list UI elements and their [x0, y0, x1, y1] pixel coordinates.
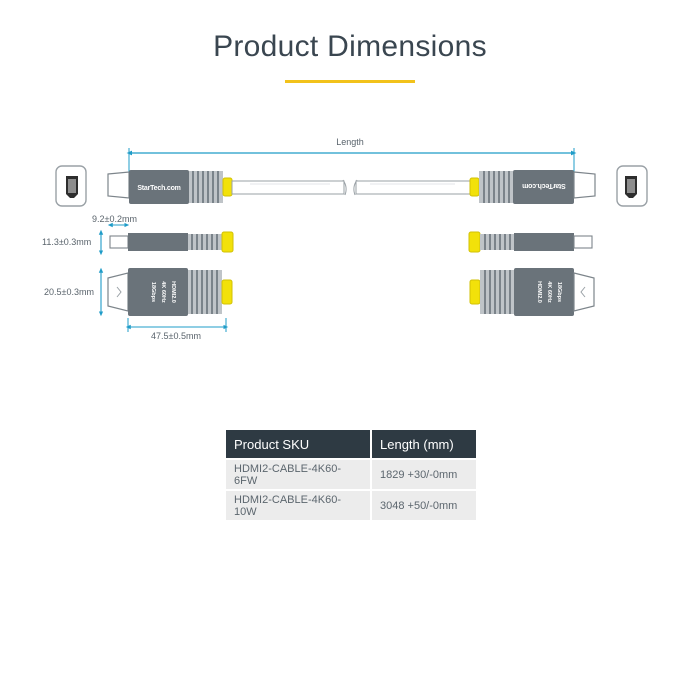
cell-length: 1829 +30/-0mm: [371, 458, 476, 490]
cell-sku: HDMI2-CABLE-4K60-6FW: [226, 458, 372, 490]
cell-sku: HDMI2-CABLE-4K60-10W: [226, 489, 372, 520]
table-row: HDMI2-CABLE-4K60-10W 3048 +50/-0mm: [226, 489, 476, 520]
thickness-label: 11.3±0.3mm: [42, 237, 91, 247]
header-length: Length (mm): [371, 430, 476, 459]
brand-label-left: StarTech.com: [137, 185, 180, 192]
body-length-label: 47.5±0.5mm: [151, 331, 201, 341]
dimension-diagram: Length StarTech.com StarTech.com: [42, 137, 648, 341]
tip-width-label: 9.2±0.2mm: [92, 214, 137, 224]
length-label: Length: [336, 137, 364, 147]
spec-line-hdmi-left: HDMI2.0: [170, 281, 176, 303]
right-connector-side: [468, 231, 593, 253]
spec-line-hdmi-right: HDMI2.0: [536, 281, 542, 303]
cable-body: [231, 179, 471, 196]
left-connector-side: [109, 231, 234, 253]
spec-line-4k-left: 4K 60Hz: [160, 281, 166, 303]
spec-line-4k-right: 4K 60Hz: [546, 281, 552, 303]
spec-line-gbps-right: 18Gbps: [556, 282, 562, 302]
header-product-sku: Product SKU: [226, 430, 372, 459]
page-title: Product Dimensions: [213, 30, 487, 63]
right-connector-flat: 18Gbps 4K 60Hz HDMI2.0: [469, 268, 595, 316]
left-port-end-view: [55, 165, 87, 207]
table-header-row: Product SKU Length (mm): [226, 430, 476, 459]
left-connector-top: StarTech.com: [107, 170, 233, 204]
width-label: 20.5±0.3mm: [44, 287, 94, 297]
spec-line-gbps-left: 18Gbps: [150, 282, 156, 302]
sku-length-table: Product SKU Length (mm) HDMI2-CABLE-4K60…: [226, 430, 476, 520]
brand-label-right: StarTech.com: [522, 182, 565, 189]
right-connector-top: StarTech.com: [469, 170, 596, 204]
title-underline: [285, 80, 415, 83]
right-port-end-view: [616, 165, 648, 207]
table-row: HDMI2-CABLE-4K60-6FW 1829 +30/-0mm: [226, 458, 476, 490]
left-connector-flat: HDMI2.0 4K 60Hz 18Gbps: [107, 268, 233, 316]
cell-length: 3048 +50/-0mm: [371, 489, 476, 520]
